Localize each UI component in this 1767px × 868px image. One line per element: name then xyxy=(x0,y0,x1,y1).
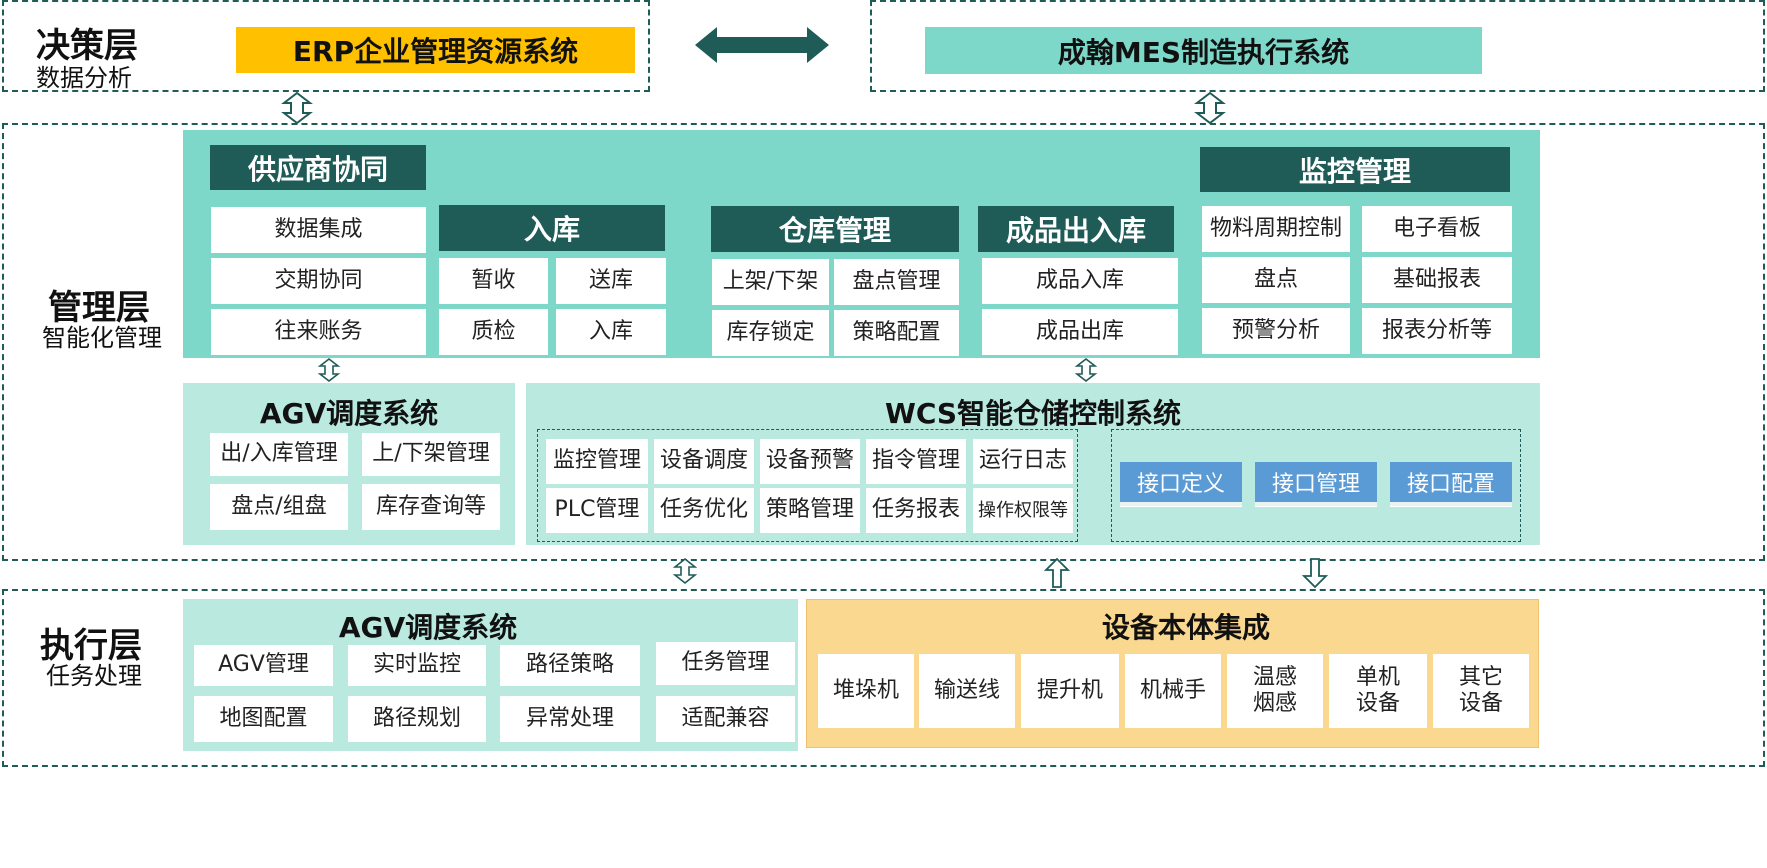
device-item: 堆垛机 xyxy=(818,654,914,728)
finished-goods-item: 成品入库 xyxy=(982,258,1178,304)
decision-layer-title: 决策层 xyxy=(36,26,138,66)
wcs-item: 设备预警 xyxy=(760,439,860,484)
finished-goods-header: 成品出入库 xyxy=(978,206,1174,252)
monitor-item: 物料周期控制 xyxy=(1202,206,1350,252)
warehouse-item: 上架/下架 xyxy=(712,259,829,305)
interface-item: 接口定义 xyxy=(1120,462,1242,502)
up-down-arrow-icon xyxy=(317,357,341,383)
device-item: 输送线 xyxy=(919,654,1015,728)
agv-scheduling-title: AGV调度系统 xyxy=(259,397,439,430)
up-down-arrow-icon xyxy=(281,91,313,125)
mes-system-bar: 成翰MES制造执行系统 xyxy=(925,27,1482,74)
inbound-item: 质检 xyxy=(439,309,548,355)
interface-item: 接口管理 xyxy=(1255,462,1377,502)
agv-exec-item: 路径策略 xyxy=(500,645,640,686)
warehouse-item: 盘点管理 xyxy=(834,259,959,305)
decision-layer-right-frame xyxy=(870,0,1765,92)
agv-mgmt-item: 库存查询等 xyxy=(362,484,500,530)
wcs-item: 指令管理 xyxy=(866,439,966,484)
decision-layer-left-frame xyxy=(2,0,650,92)
agv-exec-item: 任务管理 xyxy=(656,642,795,685)
inbound-item: 暂收 xyxy=(439,258,548,304)
execution-layer-frame xyxy=(2,589,1765,767)
supplier-item: 数据集成 xyxy=(211,207,426,253)
interface-item: 接口配置 xyxy=(1390,462,1512,502)
up-arrow-icon xyxy=(1043,557,1071,588)
supplier-item: 交期协同 xyxy=(211,258,426,304)
wcs-item: PLC管理 xyxy=(546,488,648,533)
device-item: 单机 设备 xyxy=(1329,654,1427,728)
inbound-item: 送库 xyxy=(556,258,666,304)
wcs-item: 操作权限等 xyxy=(973,488,1073,533)
warehouse-item: 策略配置 xyxy=(834,310,959,356)
double-arrow-icon xyxy=(695,27,829,63)
device-item: 提升机 xyxy=(1021,654,1119,728)
wcs-functions-frame xyxy=(537,429,1078,542)
wcs-item: 任务优化 xyxy=(654,488,754,533)
management-layer-subtitle: 智能化管理 xyxy=(42,324,162,352)
inbound-item: 入库 xyxy=(556,309,666,355)
monitor-item: 电子看板 xyxy=(1362,206,1512,252)
execution-layer-title: 执行层 xyxy=(40,626,142,666)
agv-mgmt-item: 盘点/组盘 xyxy=(210,484,348,530)
inbound-header: 入库 xyxy=(439,205,665,251)
down-arrow-icon xyxy=(1301,558,1329,589)
up-down-arrow-icon xyxy=(1074,357,1098,383)
agv-execution-title: AGV调度系统 xyxy=(338,611,518,644)
execution-layer-subtitle: 任务处理 xyxy=(46,662,142,690)
wcs-interfaces-frame xyxy=(1111,429,1521,542)
agv-exec-item: 路径规划 xyxy=(348,696,486,742)
supplier-item: 往来账务 xyxy=(211,309,426,355)
warehouse-mgmt-header: 仓库管理 xyxy=(711,206,959,252)
finished-goods-item: 成品出库 xyxy=(982,309,1178,355)
device-integration-title: 设备本体集成 xyxy=(1101,611,1270,644)
management-layer-frame xyxy=(2,123,1765,561)
device-item: 其它 设备 xyxy=(1433,654,1529,728)
management-layer-title: 管理层 xyxy=(48,288,150,328)
device-item: 温感 烟感 xyxy=(1227,654,1323,728)
wcs-item: 策略管理 xyxy=(760,488,860,533)
wcs-item: 任务报表 xyxy=(866,488,966,533)
up-down-arrow-icon xyxy=(1194,91,1226,125)
decision-layer-subtitle: 数据分析 xyxy=(36,64,132,92)
monitor-item: 基础报表 xyxy=(1362,257,1512,303)
wcs-item: 运行日志 xyxy=(973,439,1073,484)
erp-system-bar: ERP企业管理资源系统 xyxy=(236,27,635,73)
supplier-collab-header: 供应商协同 xyxy=(210,145,426,190)
agv-mgmt-item: 出/入库管理 xyxy=(210,433,348,476)
up-down-arrow-icon xyxy=(672,557,698,585)
wcs-item: 设备调度 xyxy=(654,439,754,484)
monitor-item: 预警分析 xyxy=(1202,308,1350,354)
agv-exec-item: 地图配置 xyxy=(194,696,333,742)
monitor-item: 盘点 xyxy=(1202,257,1350,303)
agv-exec-item: 实时监控 xyxy=(348,645,486,686)
agv-exec-item: 适配兼容 xyxy=(656,696,795,742)
wcs-title: WCS智能仓储控制系统 xyxy=(884,397,1182,430)
monitor-item: 报表分析等 xyxy=(1362,308,1512,354)
agv-mgmt-item: 上/下架管理 xyxy=(362,433,500,476)
monitor-mgmt-header: 监控管理 xyxy=(1200,147,1510,192)
agv-exec-item: AGV管理 xyxy=(194,645,333,686)
agv-exec-item: 异常处理 xyxy=(500,696,640,742)
warehouse-item: 库存锁定 xyxy=(712,310,829,356)
wcs-item: 监控管理 xyxy=(546,439,648,484)
device-item: 机械手 xyxy=(1125,654,1221,728)
